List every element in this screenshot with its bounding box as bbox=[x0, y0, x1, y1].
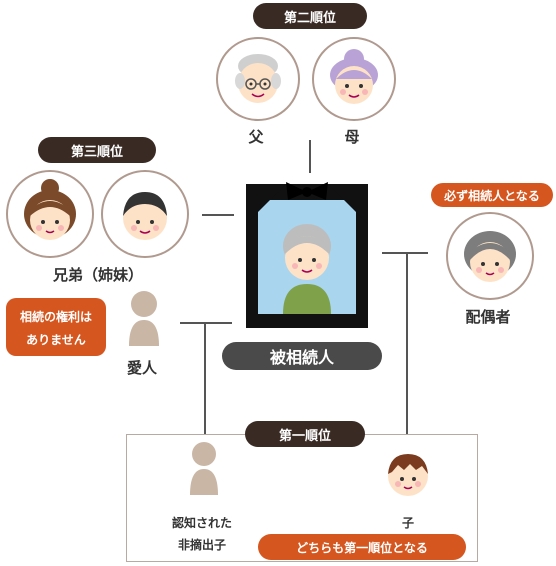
line-spouse-horizontal bbox=[382, 252, 428, 254]
mourning-ribbon-icon bbox=[246, 182, 368, 224]
recognized-child-silhouette-icon bbox=[190, 442, 218, 495]
line-lover-horizontal bbox=[180, 322, 232, 324]
decedent-label: 被相続人 bbox=[222, 342, 382, 370]
sister-portrait bbox=[6, 170, 94, 258]
no-rights-note: 相続の権利は ありません bbox=[6, 298, 106, 356]
spouse-portrait bbox=[446, 212, 534, 300]
girl-face-icon bbox=[24, 179, 76, 240]
father-label: 父 bbox=[248, 128, 264, 146]
elderly-face-icon bbox=[283, 224, 331, 314]
child-face-icon bbox=[388, 454, 428, 496]
siblings-label: 兄弟（姉妹） bbox=[52, 266, 143, 284]
spouse-note-badge: 必ず相続人となる bbox=[431, 183, 553, 207]
line-lover-vertical bbox=[204, 322, 206, 434]
decedent-photo bbox=[258, 200, 356, 314]
grandmother-face-icon bbox=[330, 49, 378, 104]
lover-silhouette-icon bbox=[129, 291, 159, 346]
child-label: 子 bbox=[401, 516, 414, 530]
no-rights-line2: ありません bbox=[26, 333, 86, 347]
decedent-memorial-frame bbox=[246, 182, 368, 328]
brother-portrait bbox=[101, 170, 189, 258]
mother-portrait bbox=[312, 37, 396, 121]
father-portrait bbox=[216, 37, 300, 121]
grandfather-face-icon bbox=[235, 54, 281, 103]
first-rank-header: 第一順位 bbox=[245, 421, 365, 447]
recognized-child-label-line2: 非摘出子 bbox=[177, 538, 226, 552]
third-rank-header: 第三順位 bbox=[38, 137, 156, 163]
no-rights-line1: 相続の権利は bbox=[19, 310, 92, 324]
recognized-child-label-line1: 認知された bbox=[171, 516, 232, 530]
spouse-label: 配偶者 bbox=[465, 308, 511, 326]
grey-haired-woman-face-icon bbox=[464, 231, 516, 282]
lover-label: 愛人 bbox=[126, 359, 157, 377]
mother-label: 母 bbox=[344, 128, 360, 146]
second-rank-header: 第二順位 bbox=[253, 3, 367, 29]
line-siblings-to-decedent bbox=[202, 214, 234, 216]
boy-face-icon bbox=[123, 192, 167, 240]
line-spouse-vertical bbox=[406, 252, 408, 434]
line-parents-to-decedent bbox=[309, 140, 311, 173]
both-first-rank-note: どちらも第一順位となる bbox=[258, 534, 466, 560]
